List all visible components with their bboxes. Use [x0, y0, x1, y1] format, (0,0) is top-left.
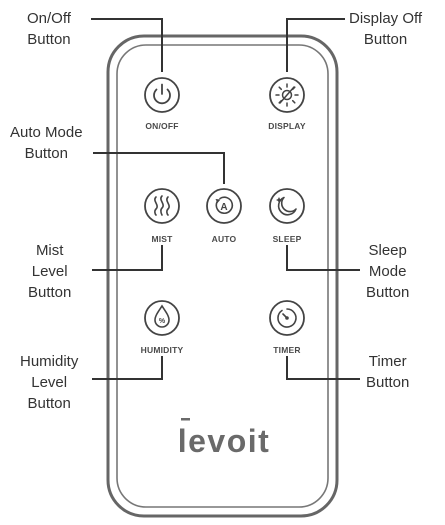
- display-button[interactable]: DISPLAY: [268, 77, 306, 131]
- leader-lines: [91, 18, 360, 380]
- callout-mist-line3: Button: [28, 284, 72, 301]
- callout-onoff-line2: Button: [27, 31, 71, 48]
- mist-icon: [154, 195, 170, 216]
- callout-sleep-line1: Sleep: [368, 242, 407, 259]
- timer-label: TIMER: [273, 345, 300, 355]
- callout-mist-line2: Level: [31, 263, 68, 280]
- callout-display-line2: Button: [363, 31, 408, 48]
- timer-icon: [277, 308, 297, 328]
- display-label: DISPLAY: [268, 121, 306, 131]
- callout-humidity-line1: Humidity: [20, 353, 79, 370]
- callout-humidity-line2: Level: [31, 374, 68, 391]
- display-off-icon: [275, 83, 299, 107]
- moon-icon: [276, 196, 297, 216]
- callout-timer-line2: Button: [366, 374, 410, 391]
- callout-humidity-line3: Button: [27, 395, 71, 412]
- mist-button[interactable]: MIST: [144, 188, 180, 244]
- onoff-label: ON/OFF: [145, 121, 178, 131]
- leader-mist: [92, 245, 163, 271]
- callout-sleep: Sleep Mode Button: [366, 240, 409, 303]
- auto-icon: A: [215, 196, 234, 215]
- auto-button[interactable]: A AUTO: [206, 188, 242, 244]
- callout-onoff: On/Off Button: [27, 8, 71, 50]
- callout-display: Display Off Button: [349, 8, 422, 50]
- leader-sleep: [286, 245, 360, 271]
- svg-text:A: A: [220, 202, 227, 213]
- onoff-button[interactable]: ON/OFF: [144, 77, 180, 131]
- callout-display-line1: Display Off: [349, 10, 423, 27]
- humidity-drop-icon: %: [154, 304, 170, 328]
- callout-sleep-line2: Mode: [368, 263, 407, 280]
- remote-body: [106, 34, 339, 518]
- leader-display: [286, 18, 345, 72]
- callout-onoff-line1: On/Off: [27, 10, 71, 27]
- leader-humidity: [92, 356, 163, 380]
- humidity-label: HUMIDITY: [141, 345, 184, 355]
- leader-timer: [286, 356, 360, 380]
- callout-timer: Timer Button: [366, 351, 409, 393]
- callout-timer-line1: Timer: [368, 353, 407, 370]
- callout-mist: Mist Level Button: [28, 240, 71, 303]
- callout-auto-line2: Button: [24, 145, 68, 162]
- power-icon: [153, 83, 171, 105]
- leader-onoff: [91, 18, 163, 72]
- sleep-label: SLEEP: [273, 234, 302, 244]
- svg-text:levoit: levoit: [178, 423, 271, 459]
- levoit-logo: levoit: [178, 418, 271, 459]
- sleep-button[interactable]: SLEEP: [269, 188, 305, 244]
- callout-humidity: Humidity Level Button: [20, 351, 78, 414]
- humidity-button[interactable]: % HUMIDITY: [141, 300, 184, 355]
- callout-sleep-line3: Button: [366, 284, 410, 301]
- timer-button[interactable]: TIMER: [269, 300, 305, 355]
- auto-label: AUTO: [212, 234, 237, 244]
- mist-label: MIST: [151, 234, 173, 244]
- svg-text:%: %: [159, 318, 166, 325]
- callout-auto: Auto Mode Button: [10, 122, 83, 164]
- callout-mist-line1: Mist: [35, 242, 64, 259]
- leader-auto: [93, 152, 225, 184]
- callout-auto-line1: Auto Mode: [10, 124, 83, 141]
